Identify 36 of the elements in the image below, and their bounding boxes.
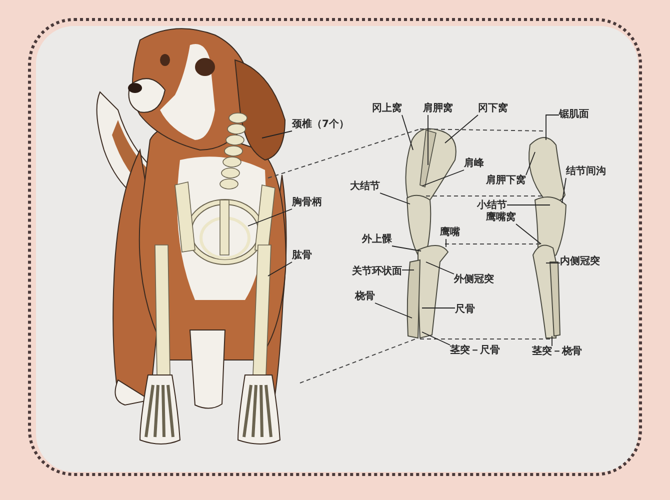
leader-line: [516, 224, 542, 244]
leader-line: [402, 114, 414, 150]
bone-part-label: 外上髁: [362, 234, 392, 246]
bone-part-label: 茎突－桡骨: [532, 346, 582, 358]
bone-part-label: 胸骨柄: [292, 197, 322, 209]
bone-part-label: 结节间沟: [566, 166, 606, 178]
bone-part-label: 冈下窝: [478, 103, 508, 115]
bone-part-label: 肩胛窝: [423, 103, 453, 115]
bone-part-label: 关节环状面: [352, 266, 402, 278]
bone-part-label: 鹰嘴窝: [486, 212, 516, 224]
bone-part-label: 鹰嘴: [440, 227, 460, 239]
bone-part-label: 内侧冠突: [560, 256, 600, 268]
leader-line: [426, 262, 454, 274]
bone-part-label: 冈上窝: [372, 103, 402, 115]
bone-part-label: 大结节: [350, 181, 380, 193]
leader-line: [562, 178, 566, 204]
leader-line: [526, 152, 536, 176]
bone-part-label: 桡骨: [355, 291, 375, 303]
leader-line: [546, 262, 560, 264]
bone-part-label: 颈椎（7个）: [292, 119, 349, 131]
leader-line: [506, 204, 550, 206]
leader-line: [380, 192, 410, 204]
bone-part-label: 肩胛下窝: [486, 175, 526, 187]
leader-line: [444, 114, 478, 144]
leader-line: [392, 246, 422, 252]
bone-part-label: 小结节: [477, 200, 507, 212]
bone-part-label: 茎突－尺骨: [450, 345, 500, 357]
leader-line: [374, 302, 412, 318]
leader-line: [422, 332, 450, 346]
bone-part-label: 锯肌面: [559, 109, 589, 121]
leader-line: [422, 170, 464, 186]
bone-part-label: 尺骨: [455, 304, 475, 316]
bone-part-label: 外侧冠突: [454, 274, 494, 286]
leader-line: [546, 114, 560, 140]
bone-part-label: 肱骨: [292, 250, 312, 262]
bone-part-label: 肩峰: [464, 158, 484, 170]
